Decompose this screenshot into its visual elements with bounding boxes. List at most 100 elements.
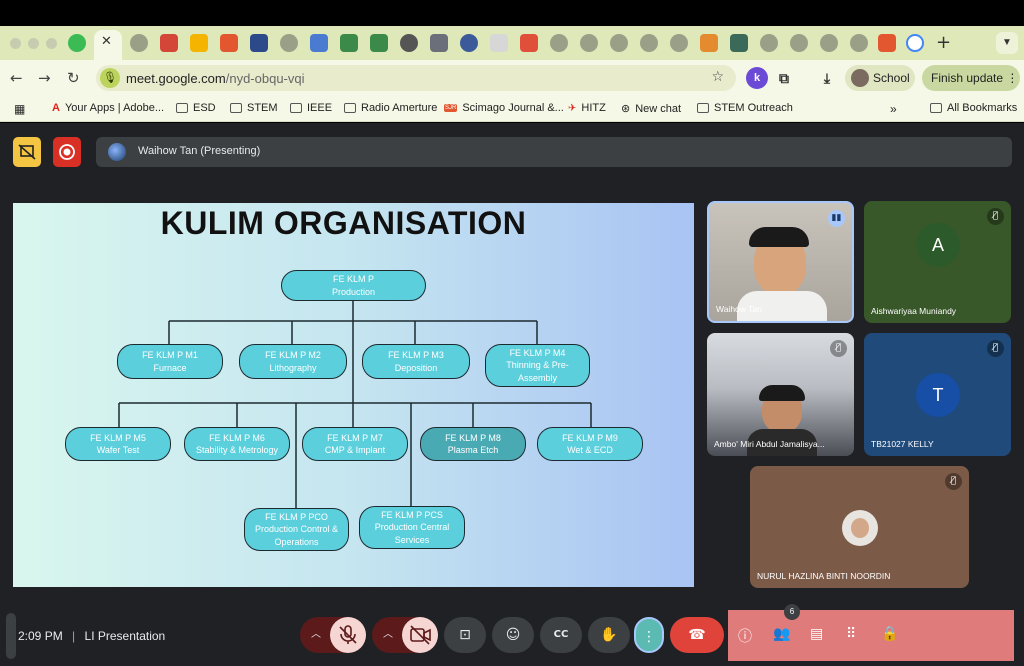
muted-mic-icon: 🎙̸	[945, 473, 962, 490]
apps-grid-icon[interactable]: ▦	[14, 102, 26, 116]
profile-button[interactable]: School	[845, 65, 915, 91]
hang-up-icon: ☎	[688, 627, 706, 643]
active-tab[interactable]	[94, 30, 122, 60]
chat-icon: ⊛	[621, 103, 631, 115]
participant-video-hair	[749, 227, 809, 247]
tab-icon[interactable]	[610, 34, 628, 52]
tab-icon[interactable]	[250, 34, 268, 52]
raise-hand-button[interactable]: ✋	[588, 617, 630, 653]
tab-icon[interactable]	[700, 34, 718, 52]
present-screen-button[interactable]: ⊡	[444, 617, 486, 653]
people-icon[interactable]: 👥	[773, 626, 791, 642]
gmail-tab-icon[interactable]	[160, 34, 178, 52]
camera-button[interactable]	[402, 617, 438, 653]
folder-icon	[697, 103, 709, 113]
bookmark-folder[interactable]: STEM	[230, 102, 278, 114]
tab-icon[interactable]	[130, 34, 148, 52]
bookmark-folder[interactable]: STEM Outreach	[697, 102, 793, 114]
tab-icon[interactable]	[430, 34, 448, 52]
participant-tile[interactable]: 🎙̸ Ambo' Miri Abdul Jamalisya...	[707, 333, 854, 456]
bookmark-star-icon[interactable]: ☆	[711, 69, 724, 85]
leave-call-button[interactable]: ☎	[670, 617, 724, 653]
finish-update-button[interactable]: Finish update ⋮	[922, 65, 1020, 91]
participant-video-shirt	[747, 429, 817, 456]
participant-tile[interactable]: T 🎙̸ TB21027 KELLY	[864, 333, 1011, 456]
tab-icon[interactable]	[640, 34, 658, 52]
activities-grid-icon[interactable]: ⠿	[846, 626, 857, 642]
update-label: Finish update	[931, 71, 1004, 85]
tab-search-icon[interactable]: ▼	[996, 32, 1018, 54]
tab-icon[interactable]	[850, 34, 868, 52]
tab-icon[interactable]	[280, 34, 298, 52]
tab-icon[interactable]	[790, 34, 808, 52]
participant-tile-speaking[interactable]: ▮▮ Waihow Tan	[707, 201, 854, 323]
whatsapp-tab-icon[interactable]	[68, 34, 86, 52]
bookmark-folder[interactable]: ESD	[176, 102, 216, 114]
tab-icon[interactable]	[460, 34, 478, 52]
tab-icon[interactable]	[730, 34, 748, 52]
participant-name: TB21027 KELLY	[871, 439, 934, 449]
drive-tab-icon[interactable]	[340, 34, 358, 52]
reload-icon[interactable]: ↻	[67, 69, 80, 87]
slides-tab-icon[interactable]	[190, 34, 208, 52]
tab-icon[interactable]	[400, 34, 418, 52]
captions-button[interactable]: CC	[540, 617, 582, 653]
tab-icon[interactable]	[550, 34, 568, 52]
bookmark-item[interactable]: ✈HITZ	[568, 102, 606, 114]
more-bookmarks-icon[interactable]: »	[890, 102, 897, 116]
tab-icon[interactable]	[820, 34, 838, 52]
google-tab-icon[interactable]	[906, 34, 924, 52]
download-icon[interactable]: ⤓	[823, 70, 831, 86]
audio-options-chevron-icon[interactable]: ︿	[311, 629, 321, 640]
presentation-toggle-button[interactable]	[13, 137, 41, 167]
participant-tile[interactable]: 🎙̸ NURUL HAZLINA BINTI NOORDIN	[750, 466, 969, 588]
sc-tab-icon[interactable]	[878, 34, 896, 52]
video-options-chevron-icon[interactable]: ︿	[383, 629, 393, 640]
url-host: meet.google.com	[126, 71, 226, 86]
sc-tab-icon[interactable]	[220, 34, 238, 52]
bookmark-folder[interactable]: Radio Amerture	[344, 102, 437, 114]
info-icon[interactable]: ⓘ	[738, 629, 752, 645]
bookmark-folder[interactable]: IEEE	[290, 102, 332, 114]
window-controls[interactable]	[10, 38, 57, 49]
drive-tab-icon[interactable]	[370, 34, 388, 52]
microphone-indicator-icon[interactable]: 🎙	[100, 68, 120, 88]
chat-icon[interactable]: ▤	[810, 626, 824, 642]
tab-icon[interactable]	[490, 34, 508, 52]
tab-icon[interactable]	[520, 34, 538, 52]
address-bar[interactable]: 🎙 meet.google.com/nyd-obqu-vqi ☆	[96, 65, 736, 91]
more-options-button[interactable]: ⋮	[634, 617, 664, 653]
bookmark-item[interactable]: ⊛New chat	[621, 102, 682, 116]
tab-icon[interactable]	[580, 34, 598, 52]
participant-name: NURUL HAZLINA BINTI NOORDIN	[757, 571, 891, 581]
calendar-tab-icon[interactable]	[310, 34, 328, 52]
avatar	[851, 69, 869, 87]
close-tab-icon[interactable]: ✕	[101, 34, 112, 49]
extensions-puzzle-icon[interactable]: ⧉	[779, 70, 789, 86]
org-chart-connectors	[118, 301, 592, 508]
participant-video-shirt	[737, 291, 827, 321]
microphone-button[interactable]	[330, 617, 366, 653]
back-arrow-icon[interactable]: ←	[10, 69, 23, 87]
url-text: meet.google.com/nyd-obqu-vqi	[126, 71, 305, 86]
all-bookmarks-folder[interactable]: All Bookmarks	[930, 102, 1017, 114]
reactions-button[interactable]: ☺	[492, 617, 534, 653]
muted-mic-icon: 🎙̸	[987, 208, 1004, 225]
participant-tile[interactable]: A 🎙̸ Aishwariyaa Muniandy	[864, 201, 1011, 323]
side-panel-handle[interactable]	[6, 613, 16, 659]
forward-arrow-icon[interactable]: →	[38, 69, 51, 87]
new-tab-icon[interactable]: +	[936, 32, 952, 53]
recording-button[interactable]	[53, 137, 81, 167]
host-controls-lock-icon[interactable]: 🔒	[881, 626, 899, 642]
tab-icon[interactable]	[670, 34, 688, 52]
k-extension-icon[interactable]: k	[746, 67, 768, 89]
tab-icon[interactable]	[760, 34, 778, 52]
